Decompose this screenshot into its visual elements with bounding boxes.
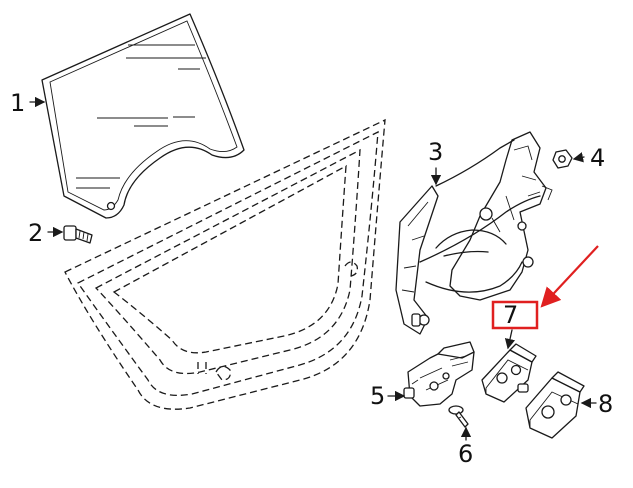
callout-1: 1	[10, 89, 25, 117]
regulator-nut	[552, 149, 573, 169]
glass-clip-lower	[525, 371, 585, 439]
door-frame	[64, 118, 386, 410]
glass-bolt	[63, 225, 93, 244]
callout-2: 2	[28, 219, 43, 247]
highlight-box	[491, 300, 539, 330]
door-glass	[41, 13, 245, 219]
regulator-motor	[403, 341, 475, 407]
callout-4: 4	[590, 144, 605, 172]
motor-screw	[448, 405, 469, 428]
callout-7: 7	[503, 301, 518, 329]
leader-lines	[29, 96, 599, 441]
window-regulator	[395, 131, 553, 335]
glass-clip-upper	[481, 343, 537, 403]
callout-8: 8	[598, 390, 613, 418]
callout-3: 3	[428, 138, 443, 166]
callout-5: 5	[370, 382, 385, 410]
callout-6: 6	[458, 440, 473, 468]
